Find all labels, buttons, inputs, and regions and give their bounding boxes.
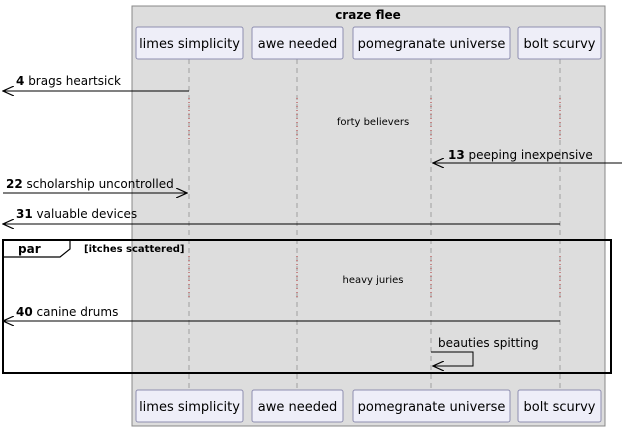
svg-text:limes simplicity: limes simplicity xyxy=(139,37,240,52)
divider-label-1: forty believers xyxy=(337,117,409,128)
divider-dots-2 xyxy=(188,256,561,300)
svg-text:40 canine drums: 40 canine drums xyxy=(16,305,118,319)
participant-bottom-awe-needed: awe needed xyxy=(251,389,344,423)
message-beauties-spitting: beauties spitting xyxy=(431,336,539,366)
message-scholarship-uncontrolled: 22 scholarship uncontrolled xyxy=(3,177,187,193)
message-canine-drums: 40 canine drums xyxy=(3,305,560,321)
svg-text:limes simplicity: limes simplicity xyxy=(139,400,240,415)
participant-top-pomegranate-universe: pomegranate universe xyxy=(352,26,511,60)
svg-text:[itches scattered]: [itches scattered] xyxy=(84,244,184,255)
svg-text:par: par xyxy=(18,242,41,256)
message-valuable-devices: 31 valuable devices xyxy=(3,207,560,224)
group-box xyxy=(131,5,606,427)
svg-text:pomegranate universe: pomegranate universe xyxy=(358,37,506,52)
svg-text:awe needed: awe needed xyxy=(258,37,337,52)
participant-bottom-bolt-scurvy: bolt scurvy xyxy=(517,389,602,423)
participant-bottom-pomegranate-universe: pomegranate universe xyxy=(352,389,511,423)
svg-text:4 brags heartsick: 4 brags heartsick xyxy=(16,74,121,88)
participant-bottom-limes-simplicity: limes simplicity xyxy=(135,389,244,423)
divider-label-2: heavy juries xyxy=(342,275,403,286)
message-peeping-inexpensive: 13 peeping inexpensive xyxy=(433,148,622,163)
par-fragment: par [itches scattered] xyxy=(2,239,612,374)
participant-top-awe-needed: awe needed xyxy=(251,26,344,60)
message-brags-heartsick: 4 brags heartsick xyxy=(3,74,189,91)
group-title: craze flee xyxy=(335,8,401,22)
svg-text:beauties spitting: beauties spitting xyxy=(438,336,539,350)
participant-top-limes-simplicity: limes simplicity xyxy=(135,26,244,60)
svg-text:awe needed: awe needed xyxy=(258,400,337,415)
svg-text:31 valuable devices: 31 valuable devices xyxy=(16,207,137,221)
divider-dots-1 xyxy=(188,98,561,140)
svg-text:22 scholarship uncontrolled: 22 scholarship uncontrolled xyxy=(6,177,174,191)
svg-text:bolt scurvy: bolt scurvy xyxy=(524,400,596,415)
svg-text:pomegranate universe: pomegranate universe xyxy=(358,400,506,415)
svg-text:13 peeping inexpensive: 13 peeping inexpensive xyxy=(448,148,593,162)
svg-text:bolt scurvy: bolt scurvy xyxy=(524,37,596,52)
participant-top-bolt-scurvy: bolt scurvy xyxy=(517,26,602,60)
